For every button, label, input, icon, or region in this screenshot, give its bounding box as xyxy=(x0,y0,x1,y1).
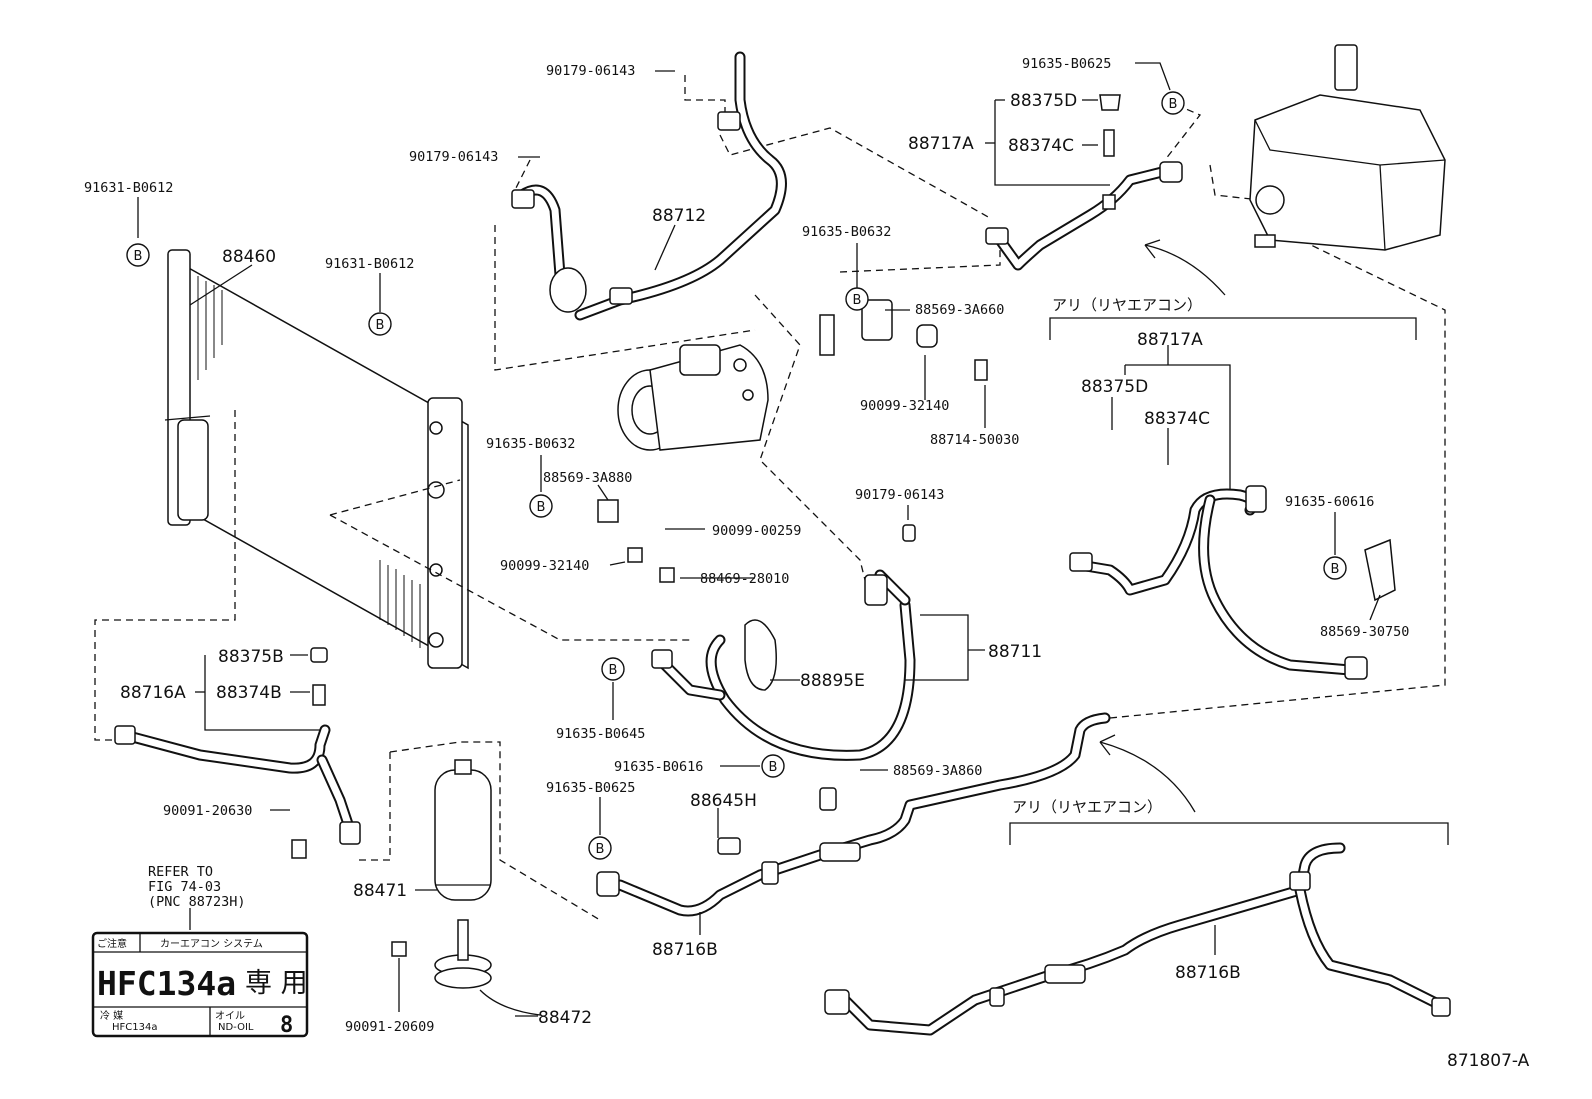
bubble-b: B xyxy=(845,287,869,311)
part-label: 88712 xyxy=(652,206,706,226)
svg-text:B: B xyxy=(596,842,605,857)
part-label: 90179-06143 xyxy=(409,149,498,165)
rear-ac-label: アリ（リヤエアコン） xyxy=(1012,798,1162,816)
rear-ac-arrows xyxy=(1009,239,1449,845)
svg-text:B: B xyxy=(769,760,778,775)
part-label: 88569-3A880 xyxy=(543,470,632,486)
part-label: 88460 xyxy=(222,247,276,267)
pipe-88717A-rear xyxy=(1069,485,1396,680)
warning-oil-value: ND-OIL xyxy=(218,1022,254,1033)
suction-hose-88712 xyxy=(511,51,787,321)
pipe-88717A-upper xyxy=(985,94,1183,271)
part-label: 88569-3A860 xyxy=(893,763,982,779)
warning-coolant-label: 冷 媒 xyxy=(100,1009,123,1022)
dashed-leaders xyxy=(94,75,1446,921)
part-label: 88472 xyxy=(538,1008,592,1028)
part-label: 88717A xyxy=(1137,330,1203,350)
receiver-dryer-88471 xyxy=(391,759,541,1016)
part-label: 88716B xyxy=(652,940,718,960)
part-label: 90099-32140 xyxy=(500,558,589,574)
part-label: 91631-B0612 xyxy=(325,256,414,272)
warning-oil-label: オイル xyxy=(215,1010,245,1022)
svg-text:B: B xyxy=(1331,562,1340,577)
part-label: 90091-20609 xyxy=(345,1019,434,1035)
bubble-b: B xyxy=(601,657,625,681)
bubble-b: B xyxy=(761,754,785,778)
svg-text:B: B xyxy=(376,318,385,333)
part-labels: 90179-06143 90179-06143 91631-B0612 8846… xyxy=(84,56,1530,1071)
part-label: 91635-B0632 xyxy=(802,224,891,240)
warning-system: カーエアコン システム xyxy=(160,938,263,950)
part-label: 88711 xyxy=(988,642,1042,662)
part-label: 88375B xyxy=(218,647,284,667)
rear-ac-label: アリ（リヤエアコン） xyxy=(1052,296,1202,314)
part-label: 88374B xyxy=(216,683,282,703)
part-label: 90091-20630 xyxy=(163,803,252,819)
part-label: 88471 xyxy=(353,881,407,901)
svg-text:B: B xyxy=(609,663,618,678)
warning-exclusive: 専 用 xyxy=(245,968,308,999)
part-label: 90179-06143 xyxy=(855,487,944,503)
leader-lines xyxy=(137,62,1381,1017)
svg-text:B: B xyxy=(1169,97,1178,112)
bubble-b: B xyxy=(1161,91,1185,115)
part-label: 91631-B0612 xyxy=(84,180,173,196)
part-label: 88645H xyxy=(690,791,757,811)
svg-text:B: B xyxy=(134,249,143,264)
condenser-assembly xyxy=(164,249,469,670)
part-label: 91635-B0616 xyxy=(614,759,703,775)
warning-refrigerant: HFC134a xyxy=(97,964,236,1003)
part-label: 88469-28010 xyxy=(700,571,789,587)
pipe-88716B-rear xyxy=(824,842,1451,1036)
discharge-hose-88711 xyxy=(651,569,916,761)
bubble-b: B xyxy=(588,836,612,860)
part-label: 88569-30750 xyxy=(1320,624,1409,640)
pipe-88716B-front xyxy=(596,299,1111,917)
figure-id: 871807-A xyxy=(1447,1051,1530,1071)
bubble-b: B xyxy=(126,243,150,267)
condenser-right-tank xyxy=(427,397,463,669)
part-label: 88895E xyxy=(800,671,865,691)
part-label: 91635-B0645 xyxy=(556,726,645,742)
refer-note: FIG 74-03 xyxy=(148,879,221,895)
svg-text:B: B xyxy=(537,500,546,515)
reference-bubbles: B B B B B B B B B xyxy=(126,91,1347,860)
svg-text:B: B xyxy=(853,293,862,308)
refer-note: REFER TO xyxy=(148,864,213,880)
warning-caution: ご注意 xyxy=(97,937,127,950)
pipe-88716A xyxy=(114,647,361,859)
part-label: 91635-60616 xyxy=(1285,494,1374,510)
part-label: 91635-B0632 xyxy=(486,436,575,452)
refer-note: (PNC 88723H) xyxy=(148,894,246,910)
part-label: 88374C xyxy=(1008,136,1074,156)
part-label: 88374C xyxy=(1144,409,1210,429)
part-label: 90179-06143 xyxy=(546,63,635,79)
bubble-b: B xyxy=(1323,556,1347,580)
warning-coolant-value: HFC134a xyxy=(112,1022,157,1033)
part-label: 88716A xyxy=(120,683,186,703)
part-label: 88375D xyxy=(1010,91,1077,111)
bubble-b: B xyxy=(368,312,392,336)
compressor xyxy=(617,344,769,451)
evaporator-unit xyxy=(1249,44,1446,251)
part-label: 91635-B0625 xyxy=(546,780,635,796)
part-label: 90099-32140 xyxy=(860,398,949,414)
part-label: 90099-00259 xyxy=(712,523,801,539)
part-label: 88716B xyxy=(1175,963,1241,983)
part-label: 88714-50030 xyxy=(930,432,1019,448)
refrigerant-warning-label: ご注意 カーエアコン システム HFC134a 専 用 冷 媒 HFC134a … xyxy=(91,931,309,1038)
part-label: 88717A xyxy=(908,134,974,154)
part-label: 88375D xyxy=(1081,377,1148,397)
part-label: 88569-3A660 xyxy=(915,302,1004,318)
bubble-b: B xyxy=(529,494,553,518)
part-label: 91635-B0625 xyxy=(1022,56,1111,72)
warning-oil-number: 8 xyxy=(280,1013,293,1038)
